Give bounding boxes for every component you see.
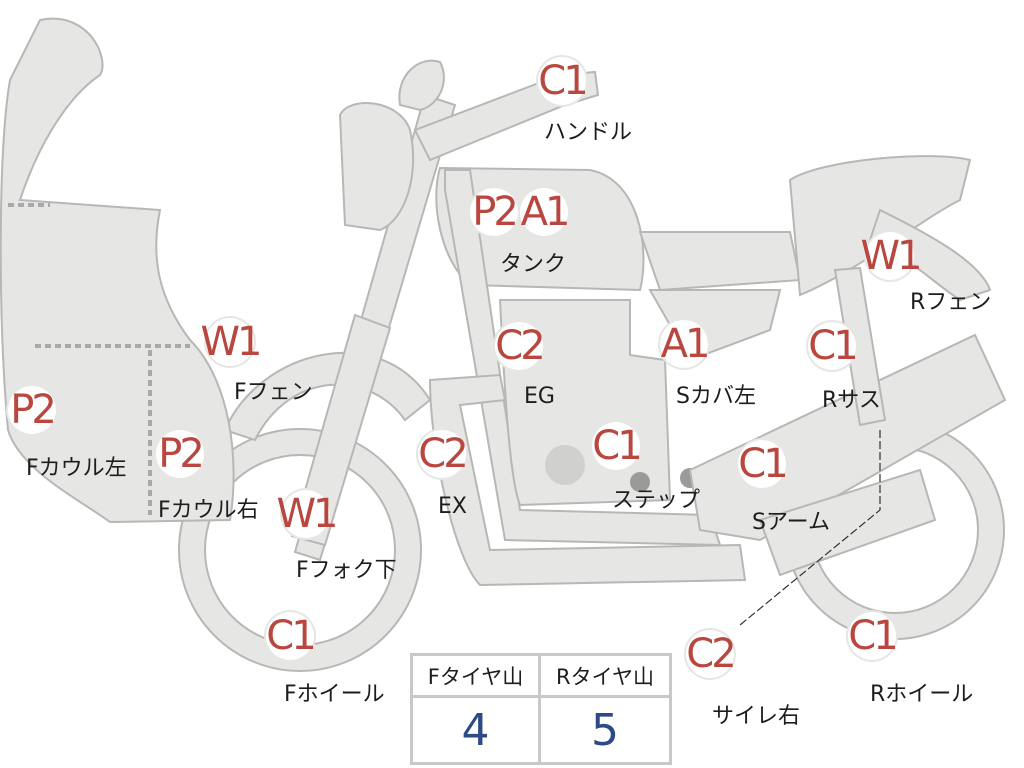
tank-label: タンク <box>500 252 567 277</box>
swingarm-grade-badge: C1 <box>738 440 789 488</box>
engine-grade-badge: C2 <box>495 322 546 370</box>
rear-fender-grade-badge: W1 <box>860 232 923 280</box>
step-label: ステップ <box>612 488 701 513</box>
rear-wheel-label: Rホイール <box>870 682 974 707</box>
tank-grade-badge: A1 <box>520 188 570 236</box>
front-wheel-grade-badge: C1 <box>266 612 317 660</box>
headlight-shape <box>338 102 415 232</box>
silencer-label: サイレ右 <box>712 704 801 729</box>
handlebar-grade-badge: C1 <box>538 57 589 105</box>
front-tire-value: 4 <box>413 698 541 762</box>
fork-lower-grade-badge: W1 <box>276 490 339 538</box>
cowl-left-grade-badge: P2 <box>8 386 57 434</box>
front-tire-header: Fタイヤ山 <box>413 656 541 698</box>
seat-shape <box>638 231 802 292</box>
side-cover-label: Sカバ左 <box>676 384 756 409</box>
fork-lower-label: Fフォク下 <box>296 558 397 583</box>
rear-fender-label: Rフェン <box>910 290 992 315</box>
rear-wheel-grade-badge: C1 <box>848 612 899 660</box>
footpeg-left-shape <box>630 472 650 492</box>
front-wheel-label: Fホイール <box>284 682 385 707</box>
tire-tread-table: Fタイヤ山 Rタイヤ山 4 5 <box>410 653 672 765</box>
exhaust-grade-badge: C2 <box>418 430 469 478</box>
front-cowl-shape <box>0 17 235 524</box>
muffler-shape <box>758 468 937 577</box>
tank-paint-grade-badge: P2 <box>470 188 519 236</box>
silencer-grade-badge: C2 <box>686 630 737 678</box>
step-grade-badge: C1 <box>592 422 643 470</box>
rear-tire-value: 5 <box>591 704 619 756</box>
fork-lower-shape <box>290 313 392 547</box>
handlebar-label: ハンドル <box>544 120 633 145</box>
rear-shock-shape <box>833 266 887 427</box>
front-fender-label: Fフェン <box>234 380 313 405</box>
exhaust-label: EX <box>438 494 467 519</box>
exhaust-shape <box>428 373 747 587</box>
engine-label: EG <box>524 384 555 409</box>
rear-shock-label: Rサス <box>822 388 881 413</box>
cowl-right-label: Fカウル右 <box>158 498 259 523</box>
swingarm-shape <box>688 333 1007 542</box>
cowl-left-label: Fカウル左 <box>26 456 127 481</box>
engine-cover-shape <box>545 445 585 485</box>
cowl-right-grade-badge: P2 <box>156 430 205 478</box>
rear-tire-header: Rタイヤ山 <box>541 656 669 698</box>
silencer-leader-line <box>739 430 881 626</box>
side-cover-grade-badge: A1 <box>660 320 710 368</box>
swingarm-label: Sアーム <box>752 510 830 535</box>
rear-shock-grade-badge: C1 <box>808 322 859 370</box>
front-fender-grade-badge: W1 <box>200 318 263 366</box>
mirror-shape <box>398 59 445 112</box>
